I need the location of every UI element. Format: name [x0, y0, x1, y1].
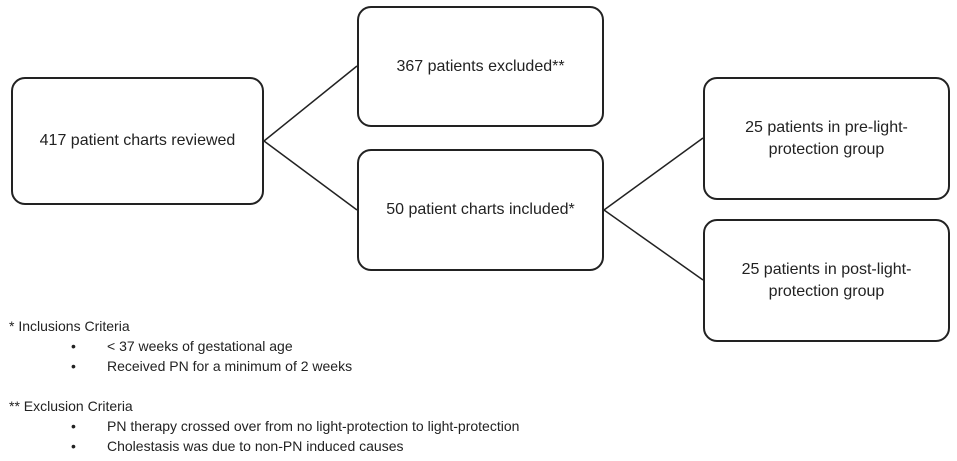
- inclusion-criteria-note: * Inclusions Criteria < 37 weeks of gest…: [9, 316, 352, 376]
- pre-light-protection-box: 25 patients in pre-light-protection grou…: [703, 77, 950, 200]
- charts-included-label: 50 patient charts included*: [386, 201, 575, 218]
- post-light-protection-label: 25 patients in post-light-protection gro…: [741, 260, 912, 300]
- charts-included-box: 50 patient charts included*: [357, 149, 604, 271]
- exclusion-criteria-item: Cholestasis was due to non-PN induced ca…: [71, 436, 519, 456]
- pre-light-protection-label: 25 patients in pre-light-protection grou…: [745, 118, 908, 158]
- connector-reviewed-to-included: [263, 140, 358, 211]
- patients-excluded-box: 367 patients excluded**: [357, 6, 604, 127]
- connector-included-to-pre: [603, 137, 704, 211]
- connector-reviewed-to-excluded: [263, 65, 358, 142]
- exclusion-criteria-item: PN therapy crossed over from no light-pr…: [71, 416, 519, 436]
- connector-included-to-post: [603, 209, 704, 281]
- charts-reviewed-label: 417 patient charts reviewed: [39, 132, 236, 149]
- exclusion-criteria-heading: ** Exclusion Criteria: [9, 398, 133, 414]
- exclusion-criteria-note: ** Exclusion Criteria PN therapy crossed…: [9, 396, 519, 456]
- patients-excluded-label: 367 patients excluded**: [396, 57, 565, 75]
- charts-reviewed-box: 417 patient charts reviewed: [11, 77, 264, 205]
- inclusion-criteria-heading: * Inclusions Criteria: [9, 318, 130, 334]
- inclusion-criteria-item: Received PN for a minimum of 2 weeks: [71, 356, 352, 376]
- exclusion-criteria-list: PN therapy crossed over from no light-pr…: [71, 416, 519, 456]
- inclusion-criteria-list: < 37 weeks of gestational age Received P…: [71, 336, 352, 376]
- post-light-protection-box: 25 patients in post-light-protection gro…: [703, 219, 950, 342]
- inclusion-criteria-item: < 37 weeks of gestational age: [71, 336, 352, 356]
